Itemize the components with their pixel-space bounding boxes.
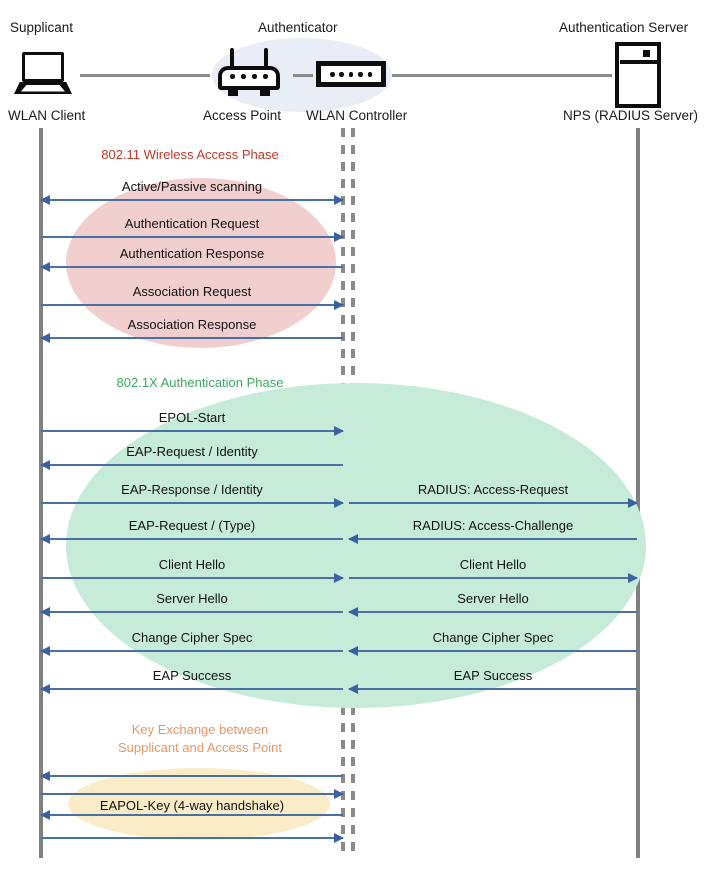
phase-ellipse-dot1x-auth [66,383,646,708]
wire-ap-controller [293,74,313,77]
message-label: Client Hello [158,557,226,572]
message-label: RADIUS: Access-Challenge [412,518,574,533]
message-label: EAP-Response / Identity [121,482,263,497]
message-label: EAP Success [453,668,533,683]
wire-client-ap [80,74,210,77]
message-label: Client Hello [459,557,527,572]
phase-label-key-exchange: Key Exchange between Supplicant and Acce… [117,722,283,755]
message-label: EAP-Request / (Type) [128,518,256,533]
actor-device-access-point: Access Point [203,108,282,123]
phase-label-dot1x-auth: 802.1X Authentication Phase [116,375,284,390]
phase-ellipse-key-exchange [68,768,330,840]
laptop-icon [14,52,72,96]
message-label: Association Response [127,317,257,332]
message-label: Association Request [132,284,252,299]
message-label: EAP-Request / Identity [126,444,258,459]
actor-device-nps-radius-server: NPS (RADIUS Server) [563,108,699,123]
message-label: RADIUS: Access-Request [417,482,569,497]
switch-icon [316,61,386,87]
message-label: Server Hello [156,591,228,606]
message-label: EPOL-Start [158,410,226,425]
message-label: Change Cipher Spec [131,630,253,645]
actor-device-wlan-client: WLAN Client [8,108,86,123]
actor-role-supplicant: Supplicant [10,20,74,35]
message-label: Authentication Response [119,246,265,261]
message-label: EAPOL-Key (4-way handshake) [99,798,285,813]
message-label: Server Hello [457,591,529,606]
message-label: EAP Success [152,668,232,683]
wire-controller-server [392,74,612,77]
message-label: Active/Passive scanning [121,179,263,194]
actor-role-authentication-server: Authentication Server [559,20,689,35]
access-point-icon [218,48,280,96]
phase-ellipse-wireless-access [66,178,336,348]
message-label: Authentication Request [124,216,260,231]
lifeline-authentication-server [636,128,640,858]
actor-role-authenticator: Authenticator [258,20,338,35]
message-label: Change Cipher Spec [432,630,554,645]
actor-device-wlan-controller: WLAN Controller [306,108,408,123]
phase-label-wireless-access: 802.11 Wireless Access Phase [101,147,279,162]
server-icon [615,42,661,108]
lifeline-supplicant [39,128,43,858]
